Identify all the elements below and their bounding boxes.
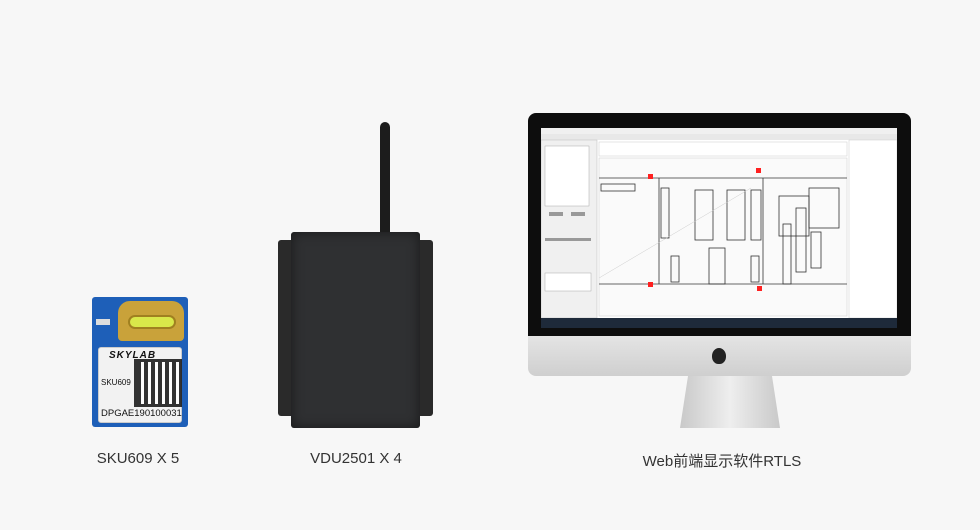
monitor-chin [528,336,911,376]
model-text: SKU609 [101,378,131,387]
qr-code [134,359,182,407]
caption-rtls-software: Web前端显示软件RTLS [642,453,802,470]
vdu2501-gateway-image [291,232,420,428]
logo-text: SKYLAB [109,350,157,361]
shield-can: SKYLAB SKU609 DPGAE190100031 [98,347,182,423]
component [96,319,110,325]
antenna-pad [118,301,184,341]
apple-logo-icon [712,348,726,364]
caption-sku609: SKU609 X 5 [96,450,180,467]
monitor-stand [680,376,780,428]
mount-ear-right [417,240,433,416]
antenna [380,122,390,234]
mount-ear-left [278,240,294,416]
sku609-module-image: SKYLAB SKU609 DPGAE190100031 [92,297,188,427]
serial-text: DPGAE190100031 [101,408,182,419]
rtls-software-screenshot [541,128,897,328]
caption-vdu2501: VDU2501 X 4 [310,450,402,467]
